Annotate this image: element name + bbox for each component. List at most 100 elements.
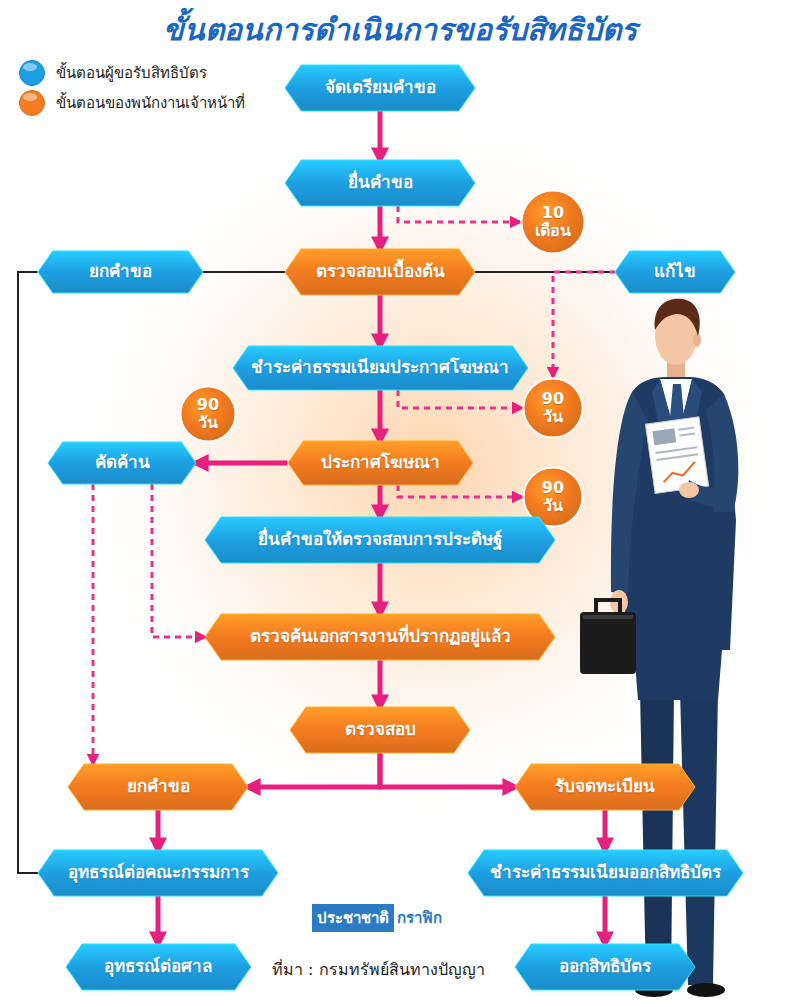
connector-arrow bbox=[378, 563, 383, 614]
paper-line bbox=[656, 454, 698, 460]
hexagon-outline bbox=[38, 850, 278, 896]
credit-logo: ประชาชาติกราฟิก bbox=[312, 904, 445, 932]
briefcase bbox=[580, 612, 636, 674]
node-text: ตรวจสอบ bbox=[345, 719, 416, 740]
swatch-highlight bbox=[23, 93, 37, 101]
legend-row: ขั้นตอนของพนักงานเจ้าหน้าที่ bbox=[18, 88, 245, 118]
hexagon-outline bbox=[515, 764, 695, 810]
duration-circle: 90 วัน bbox=[522, 377, 584, 439]
swatch-highlight bbox=[23, 63, 37, 71]
node-text: ยื่นคำขอให้ตรวจสอบการประดิษฐ์ bbox=[258, 529, 502, 550]
connector-line bbox=[18, 272, 38, 873]
node-text: ชำระค่าธรรมเนียมออกสิทธิบัตร bbox=[490, 862, 721, 883]
chart-title: ขั้นตอนการดำเนินการขอรับสิทธิบัตร bbox=[0, 6, 800, 53]
legend-row: ขั้นตอนผู้ขอรับสิทธิบัตร bbox=[18, 58, 245, 88]
source-note: ที่มา : กรมทรัพย์สินทางปัญญา bbox=[272, 957, 485, 982]
process-hexagon: อุทธรณ์ต่อคณะกรรมการ bbox=[38, 850, 278, 896]
node-text: ประกาศโฆษณา bbox=[321, 452, 440, 473]
connector-arrow bbox=[156, 810, 161, 850]
process-hexagon: คัดค้าน bbox=[48, 442, 196, 484]
connector-arrow bbox=[603, 810, 608, 850]
legend-text: ขั้นตอนผู้ขอรับสิทธิบัตร bbox=[56, 61, 207, 85]
hexagon-outline bbox=[290, 707, 470, 753]
connector-line bbox=[203, 271, 286, 273]
legend-swatch-circle bbox=[20, 61, 45, 86]
process-hexagon: จัดเตรียมคำขอ bbox=[285, 65, 475, 111]
circle-outline bbox=[522, 191, 585, 254]
process-hexagon: ชำระค่าธรรมเนียมประกาศโฆษณา bbox=[233, 346, 528, 390]
hexagon-outline bbox=[285, 249, 475, 295]
hexagon-outline bbox=[285, 65, 475, 111]
node-text: 90 วัน bbox=[542, 479, 564, 516]
hexagon-outline bbox=[515, 944, 695, 990]
leg bbox=[640, 690, 674, 985]
connector-arrow bbox=[378, 660, 383, 707]
process-hexagon: ชำระค่าธรรมเนียมออกสิทธิบัตร bbox=[468, 850, 743, 896]
paper-line bbox=[679, 433, 695, 435]
process-hexagon: แก้ไข bbox=[615, 251, 735, 293]
hexagon-outline bbox=[68, 764, 248, 810]
node-text: แก้ไข bbox=[654, 261, 696, 282]
connector-arrow bbox=[398, 485, 522, 497]
process-hexagon: รับจดทะเบียน bbox=[515, 764, 695, 810]
hair bbox=[655, 299, 700, 336]
process-hexagon: ยกคำขอ bbox=[68, 764, 248, 810]
legend-swatch bbox=[18, 59, 46, 87]
node-text: ยื่นคำขอ bbox=[348, 172, 413, 193]
papers bbox=[645, 417, 708, 494]
process-hexagon: ยกคำขอ bbox=[38, 251, 203, 293]
hexagon-outline bbox=[66, 944, 251, 990]
paper-chart bbox=[661, 462, 697, 483]
process-hexagon: ออกสิทธิบัตร bbox=[515, 944, 695, 990]
connector-arrow bbox=[378, 485, 383, 517]
node-text: อุทธรณ์ต่อศาล bbox=[104, 956, 212, 977]
connector-arrow bbox=[553, 272, 615, 377]
connector-arrow bbox=[378, 295, 383, 346]
paper-block bbox=[652, 428, 676, 445]
connector-arrow bbox=[603, 896, 608, 944]
legend-text: ขั้นตอนของพนักงานเจ้าหน้าที่ bbox=[56, 91, 245, 115]
node-text: ยกคำขอ bbox=[127, 776, 190, 797]
connector-arrow bbox=[196, 461, 288, 466]
hexagon-outline bbox=[285, 160, 475, 206]
hexagon-outline bbox=[468, 850, 743, 896]
process-hexagon: ยื่นคำขอ bbox=[285, 160, 475, 206]
credit-logo-text: ประชาชาติ bbox=[312, 904, 394, 932]
node-text: อุทธรณ์ต่อคณะกรรมการ bbox=[68, 862, 249, 883]
connector-arrow bbox=[378, 111, 383, 160]
circle-outline bbox=[524, 379, 583, 438]
legend-swatch-circle bbox=[20, 91, 45, 116]
paper-line bbox=[656, 447, 698, 453]
hexagon-outline bbox=[48, 442, 196, 484]
node-text: รับจดทะเบียน bbox=[555, 776, 655, 797]
connector-arrow bbox=[398, 390, 522, 408]
connector-arrow bbox=[152, 484, 205, 637]
node-text: 90 วัน bbox=[542, 390, 564, 427]
node-text: ตรวจสอบเบื้องต้น bbox=[316, 261, 445, 282]
hexagon-outline bbox=[38, 251, 203, 293]
node-text: จัดเตรียมคำขอ bbox=[325, 77, 436, 98]
process-hexagon: ตรวจสอบ bbox=[290, 707, 470, 753]
connector-arrow bbox=[380, 753, 515, 787]
node-text: 90 วัน bbox=[197, 396, 219, 433]
hexagon-outline bbox=[615, 251, 735, 293]
connector-arrow bbox=[378, 206, 383, 249]
node-text: ออกสิทธิบัตร bbox=[559, 956, 651, 977]
connector-arrow bbox=[156, 896, 161, 944]
node-text: ตรวจค้นเอกสารงานที่ปรากฏอยู่แล้ว bbox=[250, 626, 511, 647]
legend: ขั้นตอนผู้ขอรับสิทธิบัตรขั้นตอนของพนักงา… bbox=[18, 58, 245, 118]
connector-arrow bbox=[398, 206, 520, 222]
hexagon-outline bbox=[233, 346, 528, 390]
node-text: คัดค้าน bbox=[95, 452, 150, 473]
hexagon-outline bbox=[205, 517, 555, 563]
process-hexagon: อุทธรณ์ต่อศาล bbox=[66, 944, 251, 990]
legend-swatch bbox=[18, 89, 46, 117]
process-hexagon: ยื่นคำขอให้ตรวจสอบการประดิษฐ์ bbox=[205, 517, 555, 563]
hexagon-outline bbox=[288, 441, 473, 485]
process-hexagon: ประกาศโฆษณา bbox=[288, 441, 473, 485]
connector-arrow bbox=[92, 484, 95, 764]
circle-outline bbox=[181, 387, 236, 442]
node-text: 10 เดือน bbox=[535, 204, 571, 241]
briefcase-rim bbox=[583, 615, 633, 619]
